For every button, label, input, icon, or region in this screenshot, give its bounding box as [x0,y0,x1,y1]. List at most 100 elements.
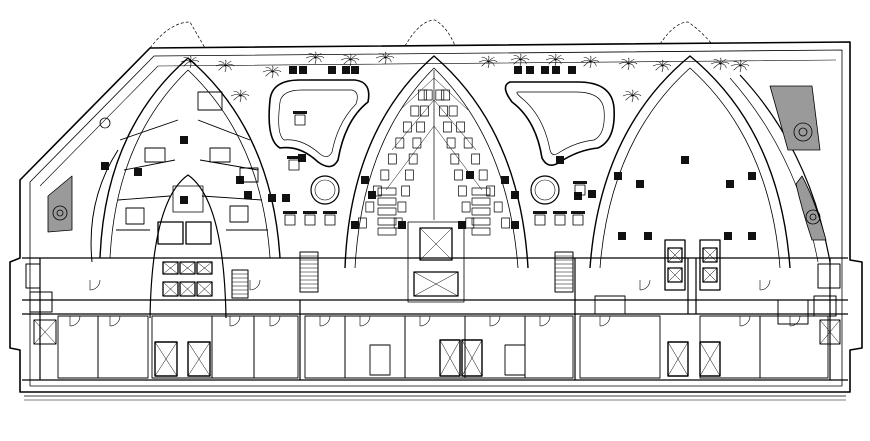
column [180,136,188,144]
column [681,156,689,164]
building-outline [9,41,863,401]
pool-right [504,81,615,166]
door-swing [419,315,431,327]
seat [439,105,448,117]
lounge-table [303,211,317,226]
lounge-table [571,211,585,226]
center-seating [357,70,511,236]
left-end-core [25,263,57,345]
column [514,66,522,74]
seat [456,121,466,133]
roof-arches [149,19,713,49]
door-swing [229,315,241,327]
palm-tree [215,59,235,73]
rooms-upper-left [116,91,268,231]
right-end-core [777,263,841,345]
bench [471,197,491,206]
column [134,168,142,176]
elevator-core-right [664,239,721,291]
lounge-table [287,156,301,171]
door-swing [359,315,371,327]
seat [493,201,503,213]
column [618,232,626,240]
lounge-table [283,211,297,226]
seat [402,121,412,133]
palm-tree [230,89,250,103]
palm-tree [580,55,600,69]
seat [446,137,456,149]
bench [377,207,397,216]
seat [423,89,433,101]
column [368,191,376,199]
seat [461,201,471,213]
column [552,66,560,74]
column [361,176,369,184]
seat [478,169,488,181]
seat [441,89,451,101]
seat [417,89,427,101]
seat [387,153,397,165]
bench [377,197,397,206]
seat [412,137,422,149]
column [351,66,359,74]
column [501,176,509,184]
seat [471,153,481,165]
seat [463,137,473,149]
palm-tree [545,53,565,67]
door-swing [69,315,81,327]
column [568,66,576,74]
door-swing [489,315,501,327]
seat [380,169,390,181]
seat [435,89,445,101]
palm-tree [340,53,360,67]
palm-tree [262,65,282,79]
rooms-lower-right [579,258,829,379]
door-swing [319,315,331,327]
seat [442,121,452,133]
curved-wings [90,55,831,319]
column [458,221,466,229]
seat [486,185,496,197]
column [298,154,306,162]
seat [448,105,458,117]
elevator-core-left [157,185,213,297]
column [748,172,756,180]
bench [471,227,491,236]
column [511,221,519,229]
door-swing [539,315,551,327]
column [614,172,622,180]
column [268,194,276,202]
lounge-table [553,211,567,226]
palm-tree [305,51,325,65]
elevator-core-center [407,221,465,303]
seat [397,201,407,213]
column [556,156,564,164]
bench [377,187,397,196]
column [101,162,109,170]
column [748,232,756,240]
door-swing [639,279,651,291]
rooms-lower-center [304,315,574,379]
column [351,221,359,229]
bench [377,217,397,226]
palm-tree [375,51,395,65]
palm-tree [180,55,200,69]
column [644,232,652,240]
door-swing [109,315,121,327]
seat [401,185,411,197]
door-swing [759,279,771,291]
seat [501,217,511,229]
column [511,191,519,199]
column [636,180,644,188]
column [180,196,188,204]
bench [471,217,491,226]
seat [408,153,418,165]
seat [416,121,426,133]
column [342,66,350,74]
column [588,190,596,198]
seat [395,137,405,149]
bench [471,187,491,196]
column [574,192,582,200]
column [398,221,406,229]
